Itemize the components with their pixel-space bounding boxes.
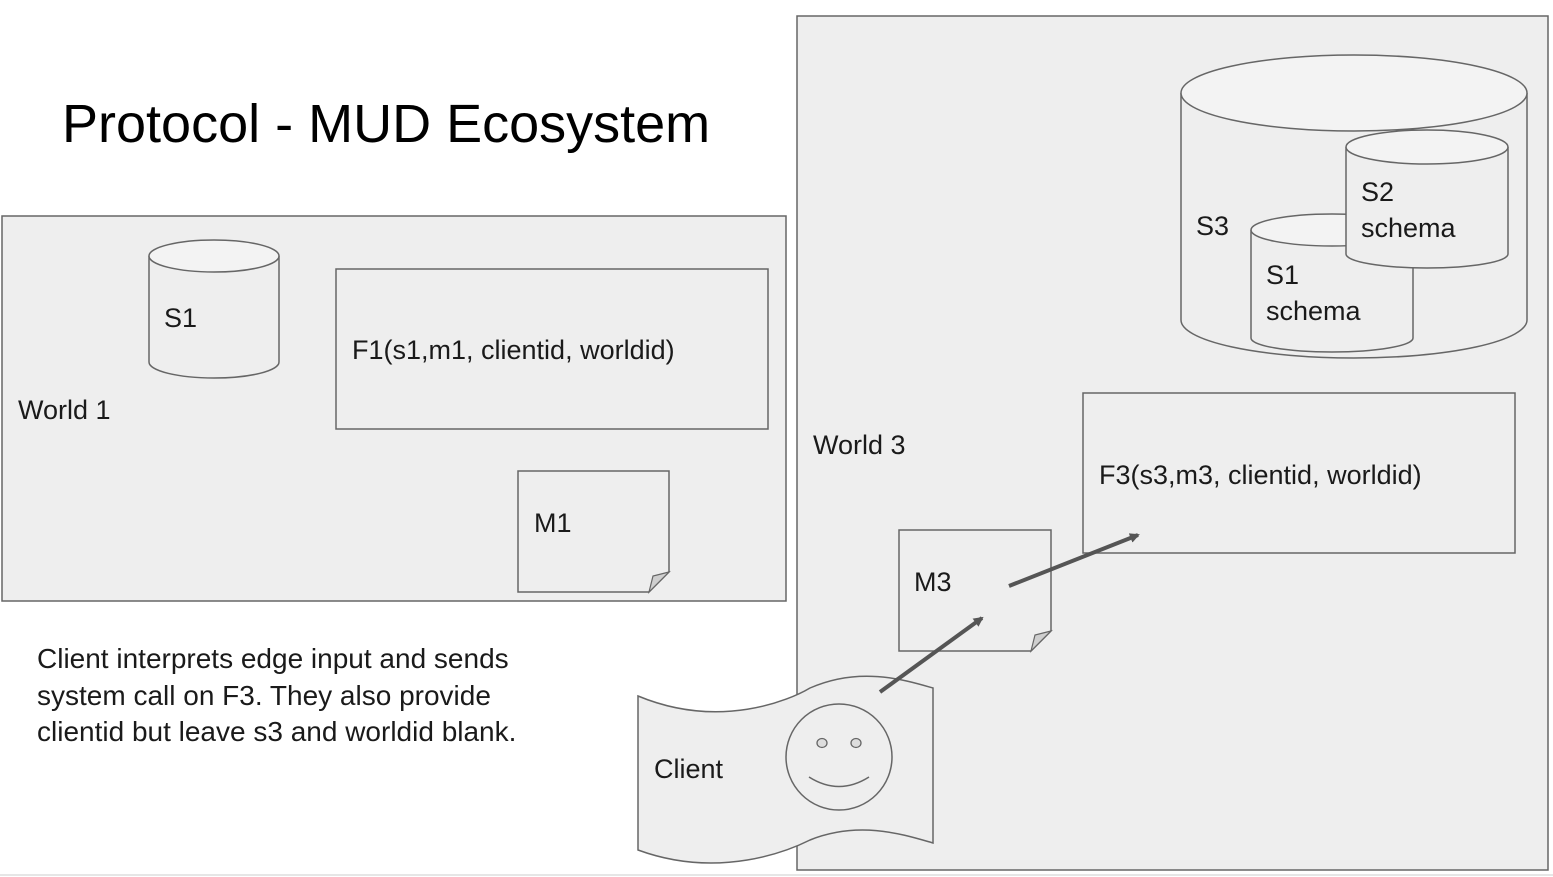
- world-1-panel: World 1 S1 F1(s1,m1, clientid, worldid) …: [1, 215, 787, 602]
- s1-storage-label: S1: [164, 303, 197, 333]
- description-text: Client interprets edge input and sends s…: [37, 643, 516, 747]
- world-3-panel: World 3 S3 S1 schema S2 schema F3(s3,m3,…: [796, 15, 1549, 871]
- s3-storage-label: S3: [1196, 211, 1229, 241]
- smiley-face-icon: [785, 703, 893, 811]
- description-line-3: clientid but leave s3 and worldid blank.: [37, 716, 516, 747]
- arrow-m3-to-f3: [1008, 533, 1140, 588]
- arrow-client-to-m3: [878, 616, 984, 694]
- f3-function-box: [1082, 392, 1516, 554]
- world-3-label: World 3: [813, 430, 906, 460]
- s1-storage-cylinder: S1: [148, 239, 280, 379]
- s1-schema-label-line1: S1: [1266, 260, 1299, 290]
- s2-schema-label-line1: S2: [1361, 177, 1394, 207]
- s2-schema-label-line2: schema: [1361, 213, 1457, 243]
- world-1-label: World 1: [18, 395, 111, 425]
- m3-module-note: M3: [898, 529, 1053, 653]
- s1-schema-label-line2: schema: [1266, 296, 1362, 326]
- description-line-2: system call on F3. They also provide: [37, 680, 491, 711]
- client-label: Client: [654, 754, 724, 784]
- m3-module-label: M3: [914, 567, 952, 597]
- f1-function-label: F1(s1,m1, clientid, worldid): [352, 335, 675, 365]
- f3-function-label: F3(s3,m3, clientid, worldid): [1099, 460, 1422, 490]
- m1-module-note: M1: [517, 470, 671, 594]
- client-banner: Client: [637, 675, 934, 864]
- diagram-title: Protocol - MUD Ecosystem: [62, 94, 710, 154]
- f1-function-box: [335, 268, 769, 430]
- m1-module-label: M1: [534, 508, 572, 538]
- description-line-1: Client interprets edge input and sends: [37, 643, 509, 674]
- s2-schema-cylinder: S2 schema: [1345, 129, 1509, 269]
